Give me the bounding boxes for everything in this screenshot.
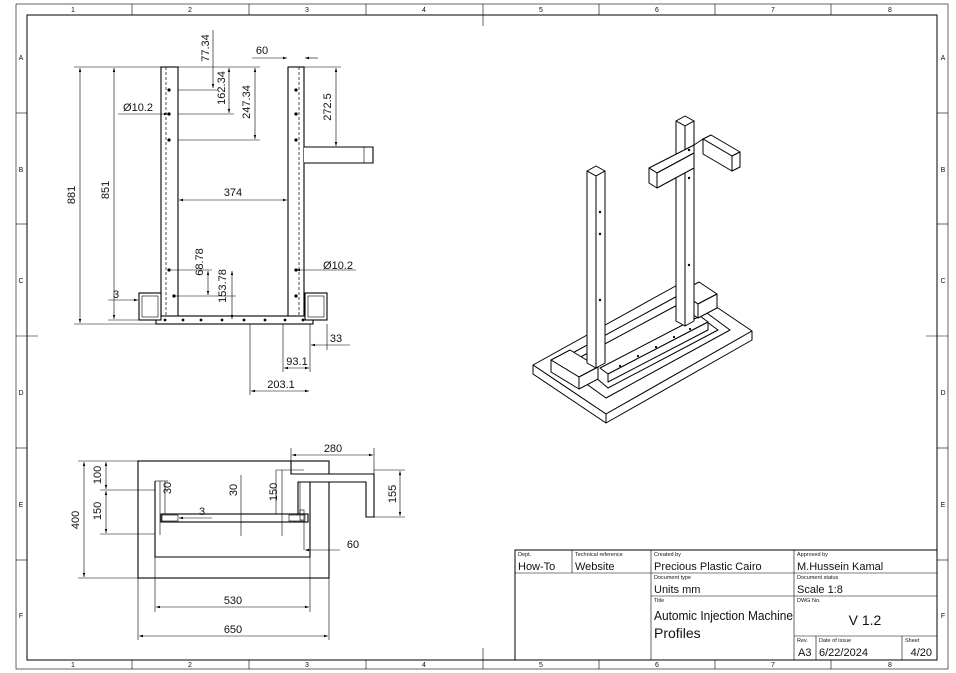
top-cross-bar <box>160 513 309 523</box>
dim-68-78: 68.78 <box>194 248 206 276</box>
zone-row-a-left: A <box>19 55 24 62</box>
zone-col-8-bottom: 8 <box>888 662 892 669</box>
dim-150-right: 150 <box>268 483 280 501</box>
zone-ticks <box>16 4 948 669</box>
dim-162-34: 162.34 <box>216 71 228 105</box>
techref-label: Technical reference <box>575 552 623 558</box>
rev-value: A3 <box>798 647 811 659</box>
dim-280: 280 <box>324 443 342 455</box>
sheet-label: Sheet <box>905 638 920 644</box>
left-foot <box>138 292 162 321</box>
side-arm <box>304 146 374 164</box>
outer-border <box>15 3 949 670</box>
zone-col-6-bottom: 6 <box>655 662 659 669</box>
dim-60-bottom: 60 <box>347 539 359 551</box>
status-label: Document status <box>797 575 839 581</box>
dim-3-top: 3 <box>199 506 205 518</box>
approved-value: M.Hussein Kamal <box>797 561 883 573</box>
zone-row-c-left: C <box>18 278 23 285</box>
front-holes <box>163 88 305 322</box>
dim-400: 400 <box>70 511 82 529</box>
created-value: Precious Plastic Cairo <box>654 561 762 573</box>
zone-row-a-right: A <box>941 55 946 62</box>
dim-93-1: 93.1 <box>286 356 307 368</box>
left-column <box>160 66 179 321</box>
right-foot <box>304 292 328 321</box>
title-line-1: Automic Injection Machine <box>654 608 793 623</box>
zone-row-b-left: B <box>19 167 24 174</box>
dept-label: Dept. <box>518 552 532 558</box>
zone-row-f-right: F <box>941 613 945 620</box>
zone-col-2-top: 2 <box>188 7 192 14</box>
dim-650: 650 <box>224 624 242 636</box>
zone-col-8-top: 8 <box>888 7 892 14</box>
zone-row-f-left: F <box>19 613 23 620</box>
dim-100: 100 <box>92 466 104 484</box>
dim-150-left: 150 <box>92 502 104 520</box>
zone-row-c-right: C <box>940 278 945 285</box>
doctype-label: Document type <box>654 575 691 581</box>
title-block <box>514 549 938 661</box>
zone-col-7-bottom: 7 <box>771 662 775 669</box>
zone-row-e-left: E <box>19 502 24 509</box>
top-view: 280 100 155 150 30 30 150 400 3 60 530 6… <box>70 443 405 640</box>
right-column <box>287 66 305 321</box>
zone-col-4-top: 4 <box>422 7 426 14</box>
zone-col-5-bottom: 5 <box>539 662 543 669</box>
zone-row-d-left: D <box>18 390 23 397</box>
inner-border <box>26 14 938 661</box>
techref-value: Website <box>575 561 615 573</box>
dim-247-34: 247.34 <box>241 85 253 119</box>
zone-col-1-top: 1 <box>71 7 75 14</box>
zone-col-6-top: 6 <box>655 7 659 14</box>
dim-diameter-right: Ø10.2 <box>323 260 353 272</box>
zone-col-1-bottom: 1 <box>71 662 75 669</box>
top-side-arm <box>290 461 375 518</box>
zone-col-5-top: 5 <box>539 7 543 14</box>
zone-col-7-top: 7 <box>771 7 775 14</box>
dwg-value: V 1.2 <box>849 612 882 628</box>
base-rail <box>155 315 314 325</box>
zone-row-e-right: E <box>941 502 946 509</box>
doctype-value: Units mm <box>654 584 700 596</box>
dim-60-top: 60 <box>256 45 268 57</box>
dim-diameter-left: Ø10.2 <box>123 102 153 114</box>
date-value: 6/22/2024 <box>819 647 868 659</box>
dim-33: 33 <box>330 333 342 345</box>
dim-374: 374 <box>224 187 242 199</box>
rev-label: Rev. <box>797 638 808 644</box>
date-label: Date of issue <box>819 638 851 644</box>
dim-77-34: 77.34 <box>200 34 212 62</box>
zone-col-2-bottom: 2 <box>188 662 192 669</box>
isometric-view <box>532 115 753 424</box>
zone-row-b-right: B <box>941 167 946 174</box>
dept-value: How-To <box>518 561 555 573</box>
zone-col-4-bottom: 4 <box>422 662 426 669</box>
front-dimensions <box>74 30 356 395</box>
dim-155: 155 <box>387 485 399 503</box>
status-value: Scale 1:8 <box>797 584 843 596</box>
zone-col-3-bottom: 3 <box>305 662 309 669</box>
sheet-value: 4/20 <box>911 647 932 659</box>
dim-30-mid: 30 <box>228 484 240 496</box>
approved-label: Approved by <box>797 552 828 558</box>
zone-col-3-top: 3 <box>305 7 309 14</box>
dim-3-front: 3 <box>113 289 119 301</box>
dim-851: 851 <box>100 181 112 199</box>
top-dimensions <box>78 448 405 640</box>
title-line-2: Profiles <box>654 625 701 641</box>
dim-153-78: 153.78 <box>217 269 229 303</box>
dim-881: 881 <box>66 186 78 204</box>
created-label: Created by <box>654 552 681 558</box>
title-label: Title <box>654 598 664 604</box>
dim-530: 530 <box>224 595 242 607</box>
dwg-label: DWG No. <box>797 598 821 604</box>
zone-labels: 1 2 3 4 5 6 7 8 1 2 3 4 5 6 7 8 A B C D … <box>18 7 945 669</box>
front-view: 77.34 60 162.34 247.34 272.5 Ø10.2 881 8… <box>66 30 374 395</box>
dim-272-5: 272.5 <box>322 93 334 121</box>
dim-203-1: 203.1 <box>267 379 295 391</box>
dim-30-left: 30 <box>162 482 174 494</box>
zone-row-d-right: D <box>940 390 945 397</box>
